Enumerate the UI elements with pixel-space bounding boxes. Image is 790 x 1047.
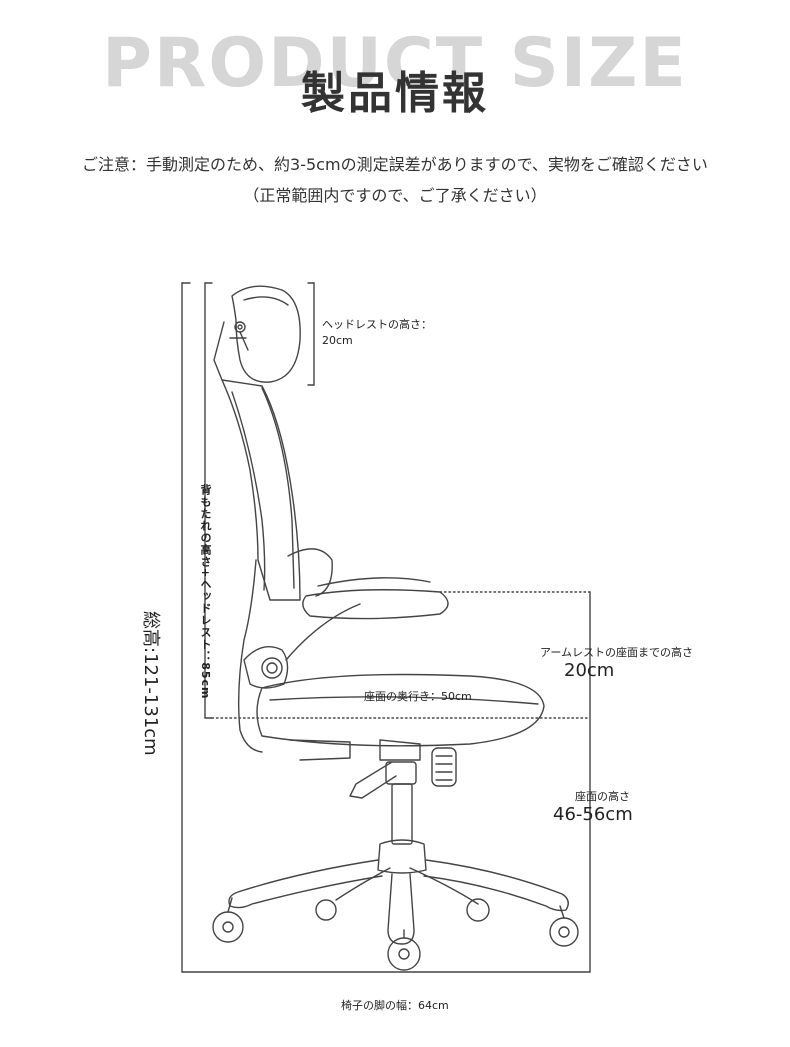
seat bbox=[256, 673, 545, 747]
seat-height-value: 46-56cm bbox=[553, 804, 633, 825]
backrest bbox=[221, 379, 301, 601]
notice-line-2: （正常範囲内ですので、ご了承ください） bbox=[243, 186, 547, 205]
caster-wheels bbox=[212, 897, 579, 971]
headrest-bracket bbox=[307, 282, 315, 386]
seat-height-label: 座面の高さ bbox=[575, 790, 630, 803]
armrest-height-value: 20cm bbox=[564, 660, 615, 681]
gas-cylinder bbox=[377, 761, 427, 874]
backrest-height-label: 背もたれの高さ+ヘッドレスト：85cm bbox=[199, 484, 212, 700]
back-height-bracket bbox=[204, 282, 213, 719]
total-height-label: 総高:121-131cm bbox=[140, 611, 161, 756]
headrest bbox=[231, 285, 301, 383]
headrest-height-value: 20cm bbox=[322, 334, 353, 347]
armrest bbox=[302, 589, 449, 620]
armrest-seat-bracket bbox=[211, 591, 591, 973]
height-knob bbox=[431, 747, 457, 787]
seat-depth-label: 座面の奥行き：50cm bbox=[364, 690, 472, 703]
headrest-height-label: ヘッドレストの高さ： bbox=[322, 318, 432, 331]
notice-line-1: ご注意：手動測定のため、約3-5cmの測定誤差がありますので、実物をご確認くださ… bbox=[82, 155, 708, 174]
total-height-bracket bbox=[181, 282, 591, 973]
base-width-label: 椅子の脚の幅：64cm bbox=[341, 999, 449, 1012]
armrest-height-label: アームレストの座面までの高さ bbox=[540, 646, 694, 659]
page-title: 製品情報 bbox=[301, 68, 489, 119]
background-title: PRODUCT SIZE bbox=[102, 24, 688, 103]
